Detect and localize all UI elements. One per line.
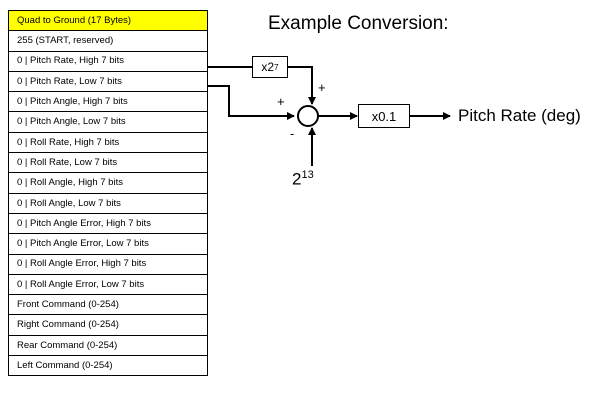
sign-top: + bbox=[318, 80, 326, 95]
scale-label: x0.1 bbox=[371, 108, 397, 124]
table-row: Left Command (0-254) bbox=[8, 355, 208, 377]
sign-left: + bbox=[277, 94, 285, 109]
table-header-cell: Quad to Ground (17 Bytes) bbox=[8, 9, 208, 32]
constant-base: 2 bbox=[292, 169, 302, 189]
diagram-title: Example Conversion: bbox=[268, 13, 449, 34]
packet-table: Quad to Ground (17 Bytes) 255 (START, re… bbox=[8, 9, 208, 377]
table-cell: Left Command (0-254) bbox=[8, 355, 208, 377]
summing-junction-icon bbox=[297, 105, 319, 127]
constant-exponent: 13 bbox=[301, 169, 314, 181]
wire-multiplier-to-sum bbox=[288, 66, 316, 105]
wire-low-byte-to-sum bbox=[208, 85, 295, 120]
packet-table-body: Quad to Ground (17 Bytes) 255 (START, re… bbox=[8, 9, 208, 377]
scale-block: x0.1 bbox=[358, 104, 410, 128]
output-label: Pitch Rate (deg) bbox=[458, 106, 581, 125]
sign-bottom: - bbox=[290, 126, 295, 141]
constant-label: 213 bbox=[292, 170, 314, 188]
table-header-row: Quad to Ground (17 Bytes) bbox=[8, 9, 208, 32]
multiplier-base: x2 bbox=[261, 60, 275, 74]
multiplier-exponent: 7 bbox=[274, 62, 279, 72]
